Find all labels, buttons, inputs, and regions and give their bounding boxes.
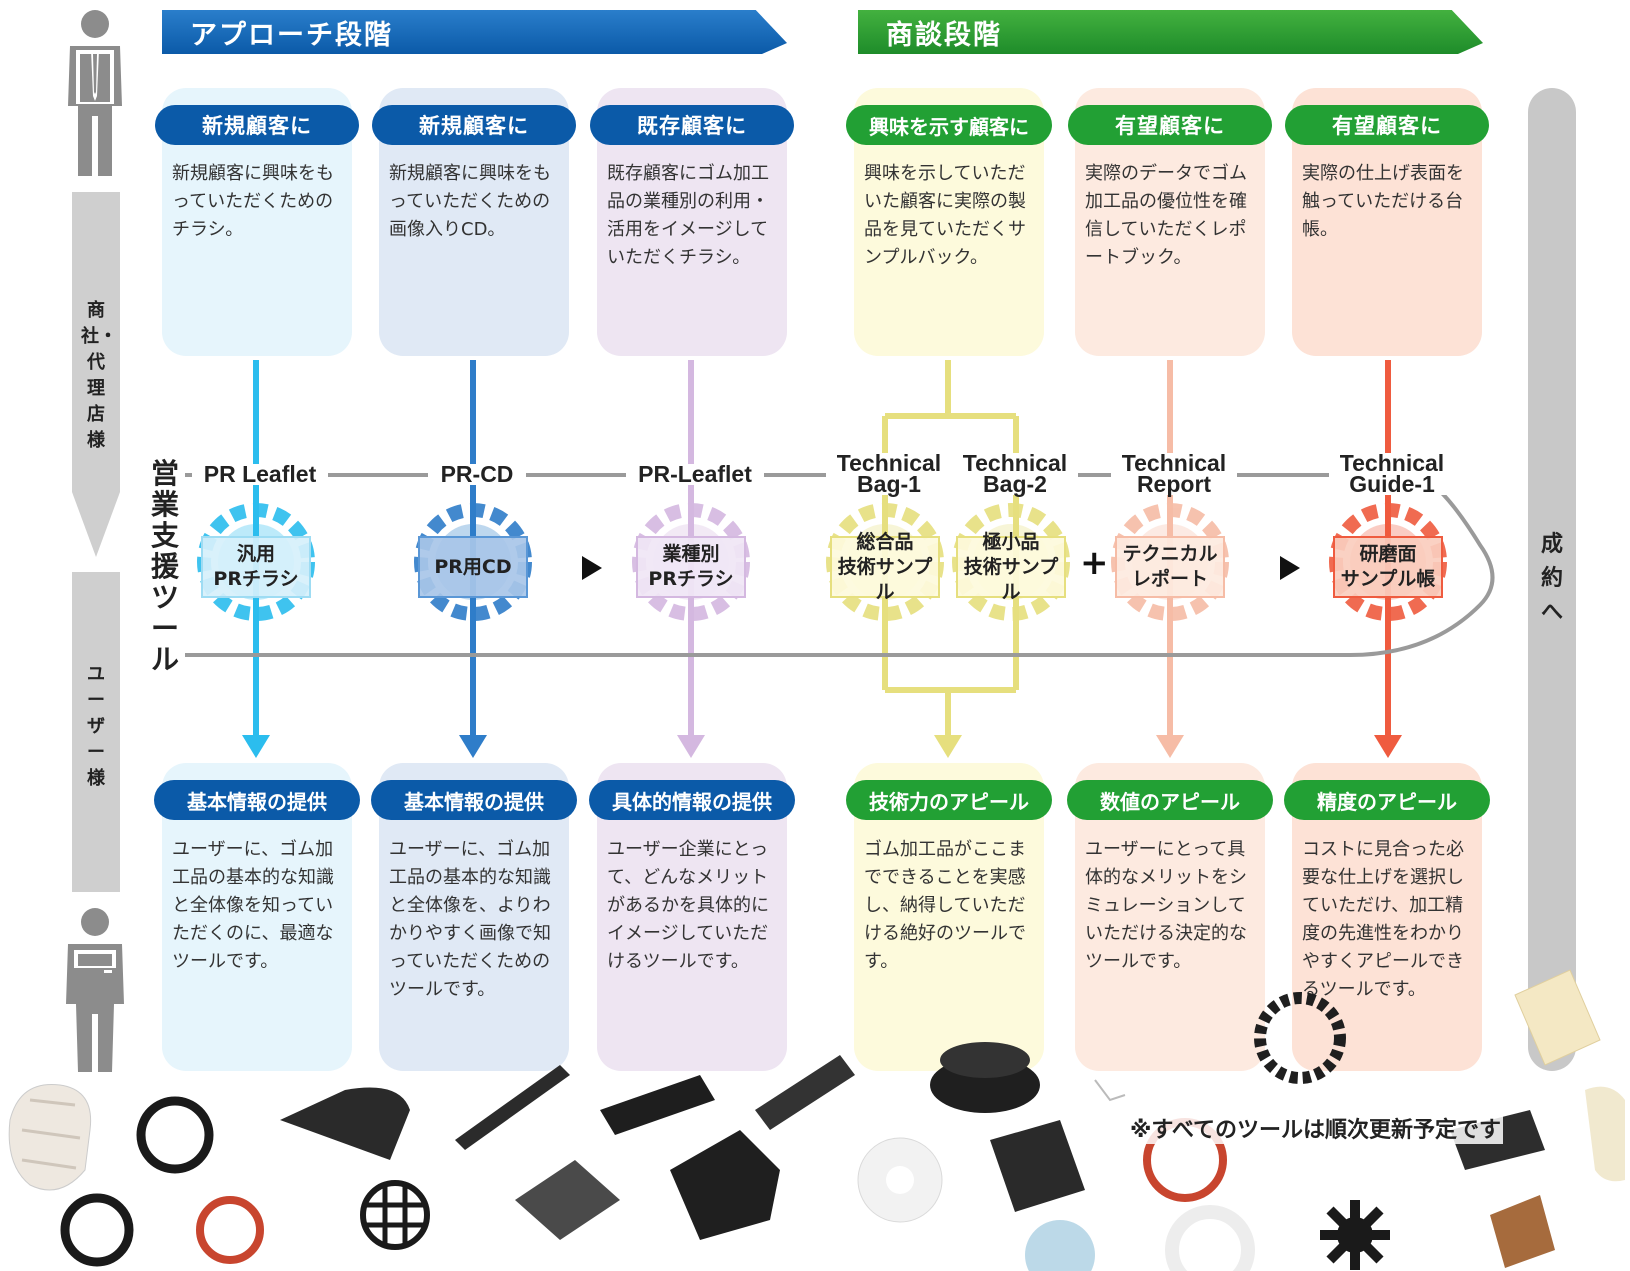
flow-triangle-2 <box>1280 556 1300 580</box>
top-desc-6: 実際の仕上げ表面を触っていただける台帳。 <box>1302 163 1464 240</box>
tool-box-1-line1: 汎用 <box>236 543 275 565</box>
top-desc-4: 興味を示していただいた顧客に実際の製品を見ていただくサンプルバック。 <box>864 163 1026 268</box>
rubber-fan-image <box>280 1087 410 1160</box>
tool-box-4b-line1: 極小品 <box>982 530 1040 553</box>
tool-box-1: 汎用 PRチラシ <box>201 536 311 598</box>
bottom-pill-5: 数値のアピール <box>1067 780 1273 820</box>
tool-box-4b: 極小品 技術サンプル <box>956 531 1066 603</box>
tool-box-3-line1: 業種別 <box>662 543 720 565</box>
top-desc-5: 実際のデータでゴム加工品の優位性を確信していただくレポートブック。 <box>1085 163 1247 268</box>
top-pill-5: 有望顧客に <box>1068 105 1272 145</box>
grid-pad-image <box>990 1120 1085 1212</box>
tool-box-5-line2: レポート <box>1131 568 1208 590</box>
grid-disc-image <box>360 1180 430 1250</box>
bottom-pill-3: 具体的情報の提供 <box>589 780 795 820</box>
rubber-strip-2-image <box>600 1075 715 1135</box>
black-impeller-image <box>1320 1200 1390 1270</box>
brown-bellows-image <box>1490 1195 1555 1268</box>
top-pill-3: 既存顧客に <box>590 105 794 145</box>
top-desc-1: 新規顧客に興味をもっていただくためのチラシ。 <box>172 163 334 240</box>
bottom-desc-6: コストに見合った必要な仕上げを選択していただけ、加工精度の先進性をわかりやすくア… <box>1302 839 1464 1000</box>
tool-name-4a: Technical Bag-1 <box>826 450 952 497</box>
yellow-bellows-image <box>1514 969 1601 1066</box>
white-bellows-image <box>8 1083 92 1191</box>
tool-name-4b-line2: Bag-2 <box>983 471 1047 497</box>
tool-box-4a-line2: 技術サンプル <box>837 555 933 603</box>
tool-rail-label: 営業支援ツール <box>150 457 180 676</box>
stage-banner-negotiation: 商談段階 <box>858 10 1483 54</box>
top-desc-2: 新規顧客に興味をもっていただくための画像入りCD。 <box>389 163 551 240</box>
tool-name-4a-line2: Bag-1 <box>857 471 921 497</box>
down-rect-bottom <box>72 572 120 892</box>
tool-box-4a: 総合品 技術サンプル <box>830 531 940 603</box>
closing-bar <box>1528 88 1576 1071</box>
rubber-strip-3-image <box>755 1055 855 1130</box>
rubber-block-image <box>670 1130 780 1240</box>
bottom-pill-6: 精度のアピール <box>1284 780 1490 820</box>
bottom-desc-4: ゴム加工品がここまでできることを実感し、納得していただける絶好のツールです。 <box>864 839 1026 972</box>
stage-banner-approach: アプローチ段階 <box>162 10 787 54</box>
top-desc-3: 既存顧客にゴム加工品の業種別の利用・活用をイメージしていただくチラシ。 <box>607 163 769 268</box>
flow-triangle-1 <box>582 556 602 580</box>
tool-box-6-line1: 研磨面 <box>1359 543 1417 565</box>
businessman-icon <box>68 10 122 176</box>
worker-icon <box>66 908 124 1072</box>
tool-name-4b: Technical Bag-2 <box>952 450 1078 497</box>
tool-box-5: テクニカル レポート <box>1115 536 1225 598</box>
top-pill-6: 有望顧客に <box>1285 105 1489 145</box>
tool-box-1-line2: PRチラシ <box>213 568 299 590</box>
stage-approach-label: アプローチ段階 <box>190 19 393 51</box>
tool-name-4a-line1: Technical <box>836 450 942 476</box>
red-o-ring-image <box>196 1196 264 1264</box>
sidebar-bottom-label: ユーザー様 <box>87 664 105 789</box>
tool-box-6: 研磨面 サンプル帳 <box>1333 536 1443 598</box>
bottom-pill-1: 基本情報の提供 <box>154 780 360 820</box>
rubber-strip-image <box>455 1065 570 1150</box>
tool-name-2: PR-CD <box>428 463 526 486</box>
sidebar-top-label: 商社・代理店様 <box>81 300 117 451</box>
bottom-desc-1: ユーザーに、ゴム加工品の基本的な知識と全体像を知っていただくのに、最適なツールで… <box>172 839 334 972</box>
tool-box-4a-line1: 総合品 <box>856 530 914 553</box>
clear-ring-image <box>1165 1205 1255 1271</box>
tool-name-6-line1: Technical <box>1339 450 1445 476</box>
tool-name-5-line1: Technical <box>1121 450 1227 476</box>
tool-name-4b-line1: Technical <box>962 450 1068 476</box>
white-bushing-image <box>1585 1086 1625 1182</box>
down-arrow-top <box>72 192 120 557</box>
bottom-desc-3: ユーザー企業にとって、どんなメリットがあるかを具体的にイメージしていただけるツー… <box>607 839 769 972</box>
footnote: ※すべてのツールは順次更新予定です <box>1128 1112 1503 1144</box>
top-pill-4: 興味を示す顧客に <box>846 105 1052 145</box>
tool-name-6-line2: Guide-1 <box>1349 471 1435 497</box>
black-gear-image <box>1254 992 1346 1084</box>
blue-gasket-image <box>1025 1220 1095 1271</box>
tool-name-3: PR-Leaflet <box>626 463 764 486</box>
tool-box-2: PR用CD <box>418 536 528 598</box>
closing-label: 成約へ <box>1540 532 1563 625</box>
tool-box-3: 業種別 PRチラシ <box>636 536 746 598</box>
stage-negotiation-label: 商談段階 <box>886 19 1002 51</box>
tool-box-3-line2: PRチラシ <box>648 568 734 590</box>
bottom-desc-5: ユーザーにとって具体的なメリットをシミュレーションしていただける決定的なツールで… <box>1085 839 1247 972</box>
top-pill-2: 新規顧客に <box>372 105 576 145</box>
rubber-plate-image <box>515 1160 620 1240</box>
tool-box-4b-line2: 技術サンプル <box>963 555 1059 603</box>
tool-box-6-line2: サンプル帳 <box>1340 568 1436 590</box>
black-o-ring-image <box>136 1096 214 1174</box>
top-pill-1: 新規顧客に <box>155 105 359 145</box>
tool-name-6: Technical Guide-1 <box>1329 450 1455 497</box>
tool-name-5: Technical Report <box>1111 450 1237 497</box>
black-o-ring-small-image <box>60 1193 134 1267</box>
tool-box-2-line1: PR用CD <box>434 555 512 578</box>
bottom-desc-2: ユーザーに、ゴム加工品の基本的な知識と全体像を、よりわかりやすく画像で知っていた… <box>389 839 551 1000</box>
plus-sign: + <box>1080 543 1109 583</box>
wire-clip-image <box>1094 1079 1126 1102</box>
bottom-pill-4: 技術力のアピール <box>846 780 1052 820</box>
bottom-pill-2: 基本情報の提供 <box>371 780 577 820</box>
tool-name-5-line2: Report <box>1136 471 1212 497</box>
tool-name-1: PR Leaflet <box>192 463 328 486</box>
tool-box-5-line1: テクニカル <box>1122 543 1218 565</box>
